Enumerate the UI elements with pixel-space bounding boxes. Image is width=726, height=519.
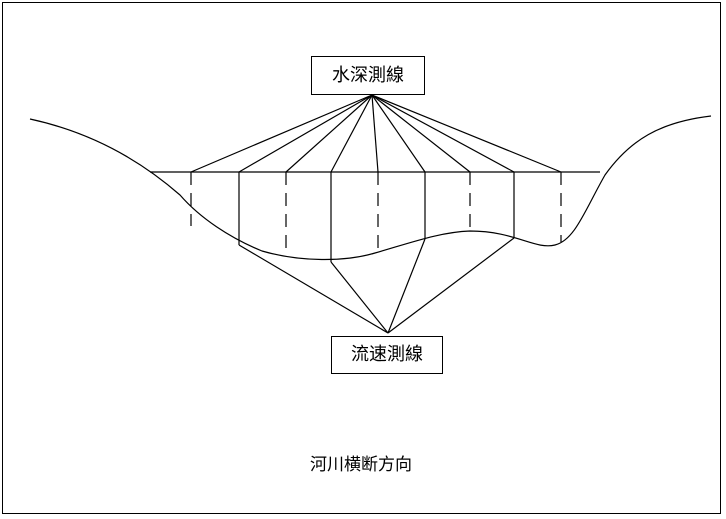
- cross-section-direction-caption: 河川横断方向: [310, 455, 412, 475]
- velocity-verticals: [238, 172, 515, 262]
- depth-verticals: [190, 172, 562, 256]
- depth-sounding-label: 水深測線: [311, 56, 425, 95]
- velocity-measurement-label: 流速測線: [331, 336, 443, 374]
- riverbed-profile: [29, 115, 712, 261]
- depth-sounding-fan: [190, 94, 562, 173]
- figure-frame: [2, 2, 721, 514]
- velocity-fan: [238, 237, 515, 334]
